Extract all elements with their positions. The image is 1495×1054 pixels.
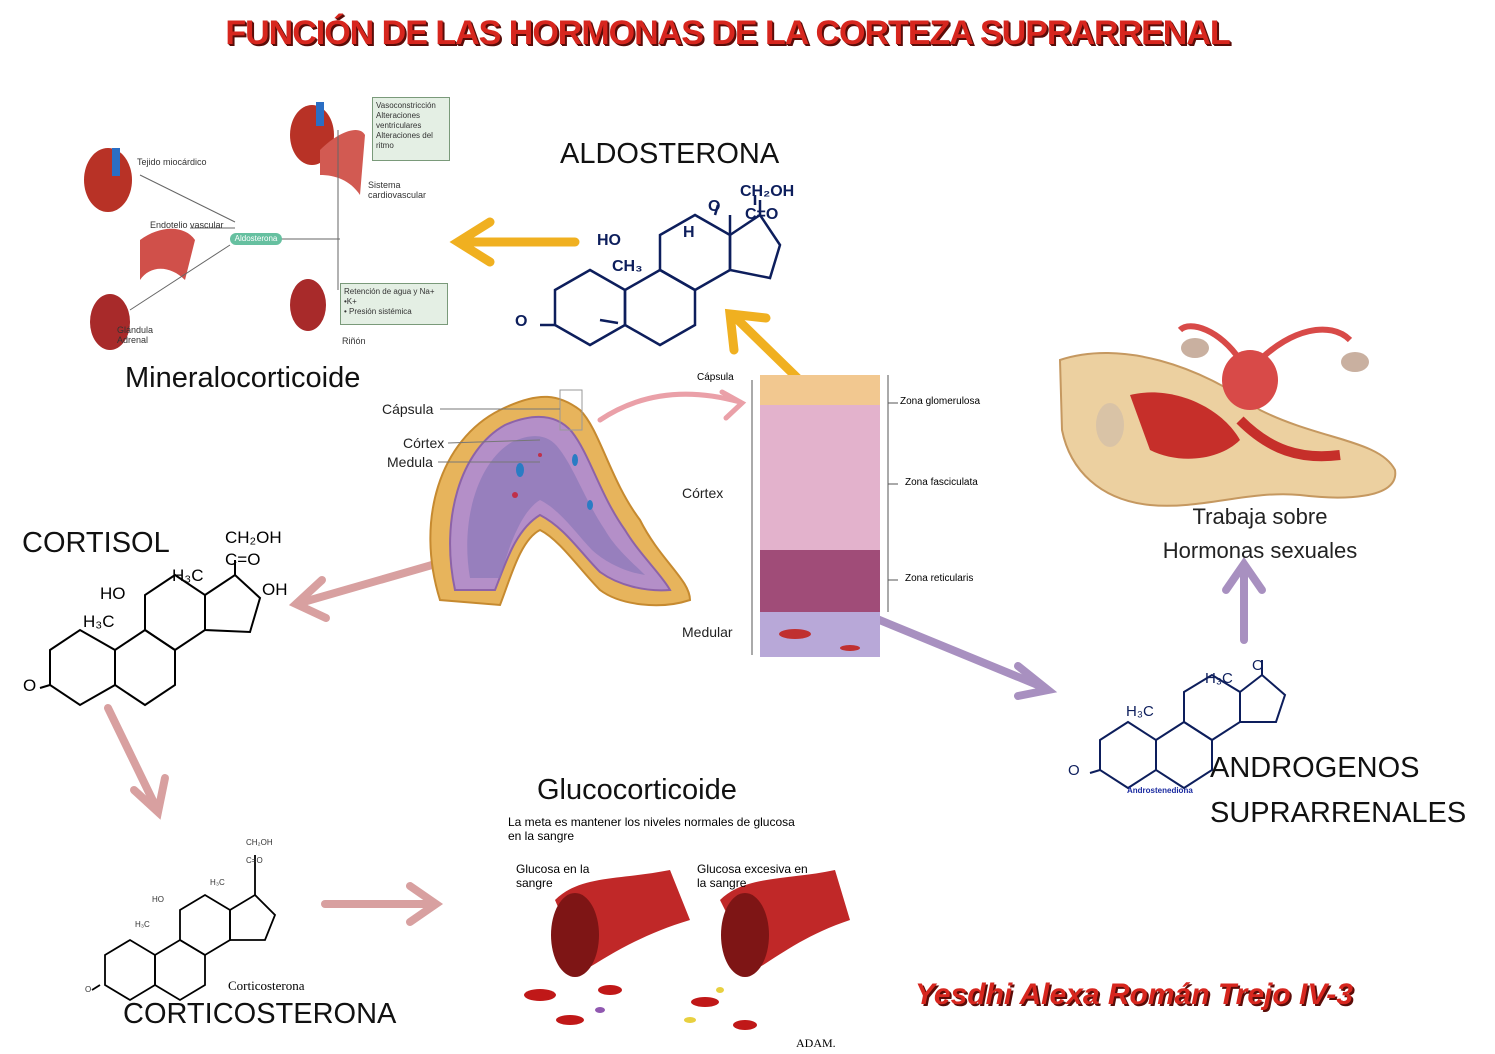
cs-ho: HO	[152, 895, 164, 904]
cortex-section-illustration	[751, 375, 898, 657]
androgenos-label-2: SUPRARRENALES	[1210, 797, 1467, 829]
section-medular-label: Medular	[682, 624, 733, 640]
cs-o: O	[85, 985, 92, 994]
ald-ho: HO	[597, 232, 621, 249]
gland-cortex-label: Córtex	[403, 435, 445, 451]
cardio-effects-box: Vasoconstricción Alteraciones ventricula…	[372, 97, 450, 161]
adrenal-gland-illustration	[429, 389, 692, 607]
ald-h: H	[683, 224, 695, 241]
endotelio-label: Endotelio vascular	[150, 220, 224, 230]
arrow-to-hormonas-sexuales	[1222, 556, 1266, 644]
trabaja-label-1: Trabaja sobre	[1192, 504, 1328, 529]
cs-h3c-2: H₃C	[135, 920, 150, 929]
glucosa-sangre-label: Glucosa en la sangre	[516, 862, 590, 890]
andro-h3c-2: H₃C	[1126, 703, 1154, 720]
box-top-1: Alteraciones ventriculares	[376, 111, 422, 130]
corticosterona-structure	[91, 855, 277, 1002]
zona-glomerulosa-label: Zona glomerulosa	[900, 396, 981, 407]
cs-h3c: H₃C	[210, 878, 225, 887]
andro-o: O	[1068, 762, 1080, 779]
glucosa-excesiva-label: Glucosa excesiva en la sangre	[697, 862, 808, 890]
arrow-to-glucocorticoide	[321, 882, 444, 926]
aldosterona-structure	[540, 195, 782, 347]
cs-ceqo: C=O	[246, 856, 263, 865]
section-cortex-label: Córtex	[682, 485, 724, 501]
ald-ch2oh: CH₂OH	[740, 183, 795, 200]
page-title: FUNCIÓN DE LAS HORMONAS DE LA CORTEZA SU…	[225, 14, 1230, 52]
box-top-0: Vasoconstricción	[376, 101, 436, 110]
renal-effects-box: Retención de agua y Na+ •K+ • Presión si…	[340, 283, 448, 325]
box-bottom-1: •K+	[344, 297, 357, 306]
box-bottom-0: Retención de agua y Na+	[344, 287, 435, 296]
glucocorticoide-label: Glucocorticoide	[537, 774, 737, 806]
aldosterona-label: ALDOSTERONA	[560, 138, 780, 170]
section-capsula-label: Cápsula	[697, 372, 734, 383]
arrow-to-androgenos	[856, 608, 1058, 700]
aldosterona-pill: Aldosterona	[230, 233, 282, 245]
cort-o: O	[23, 676, 37, 695]
arrow-cortisol-to-corticosterona	[104, 704, 169, 820]
trabaja-label-2: Hormonas sexuales	[1162, 538, 1358, 563]
cort-oh: OH	[262, 580, 288, 599]
cortisol-structure	[39, 560, 262, 707]
arrow-to-cortisol	[288, 561, 436, 622]
gluco-goal-text: La meta es mantener los niveles normales…	[508, 815, 795, 843]
cortisol-label: CORTISOL	[22, 527, 170, 559]
mineral-diagram-illustration	[84, 102, 365, 350]
ald-ceqo: C=O	[745, 206, 779, 223]
rinon-label: Riñón	[342, 336, 366, 346]
glandula-label: Glándula Adrenal	[117, 325, 154, 345]
cs-ch2oh: CH₂OH	[246, 838, 273, 847]
cort-ch2oh: CH₂OH	[225, 528, 282, 547]
blood-vessels-illustration	[524, 870, 850, 1030]
zona-reticularis-label: Zona reticularis	[905, 573, 974, 584]
sistema-label: Sistema cardiovascular	[368, 180, 427, 200]
arrow-to-mineralocorticoide	[449, 217, 580, 267]
ald-ch3: CH₃	[612, 258, 643, 275]
adam-logo: ADAM.	[796, 1036, 836, 1050]
androgenos-label-1: ANDROGENOS	[1210, 752, 1420, 784]
mineralocorticoide-label: Mineralocorticoide	[125, 362, 361, 394]
zona-fasciculata-label: Zona fasciculata	[905, 477, 978, 488]
androstenediona-label: Androstenediona	[1127, 786, 1193, 795]
arrow-gland-to-section	[597, 389, 747, 423]
box-bottom-2: • Presión sistémica	[344, 307, 412, 316]
ald-o: O	[708, 198, 721, 215]
gland-capsula-label: Cápsula	[382, 401, 434, 417]
uterus-illustration	[1058, 323, 1397, 507]
androstenediona-structure	[1089, 660, 1287, 790]
author-credit: Yesdhi Alexa Román Trejo IV-3	[915, 978, 1353, 1011]
box-top-2: Alteraciones del ritmo	[376, 131, 433, 150]
tejido-label: Tejido miocárdico	[137, 157, 207, 167]
corticosterona-label: CORTICOSTERONA	[123, 998, 397, 1030]
cort-ceqo: C=O	[225, 550, 261, 569]
corticosterona-small-label: Corticosterona	[228, 978, 305, 993]
gland-medula-label: Medula	[387, 454, 433, 470]
cort-ho: HO	[100, 584, 126, 603]
andro-o-top: O	[1252, 657, 1264, 674]
andro-h3c: H₃C	[1205, 670, 1233, 687]
cort-h3c: H₃C	[172, 566, 204, 585]
cort-h3c-2: H₃C	[83, 612, 115, 631]
ald-o-ketone: O	[515, 313, 528, 330]
